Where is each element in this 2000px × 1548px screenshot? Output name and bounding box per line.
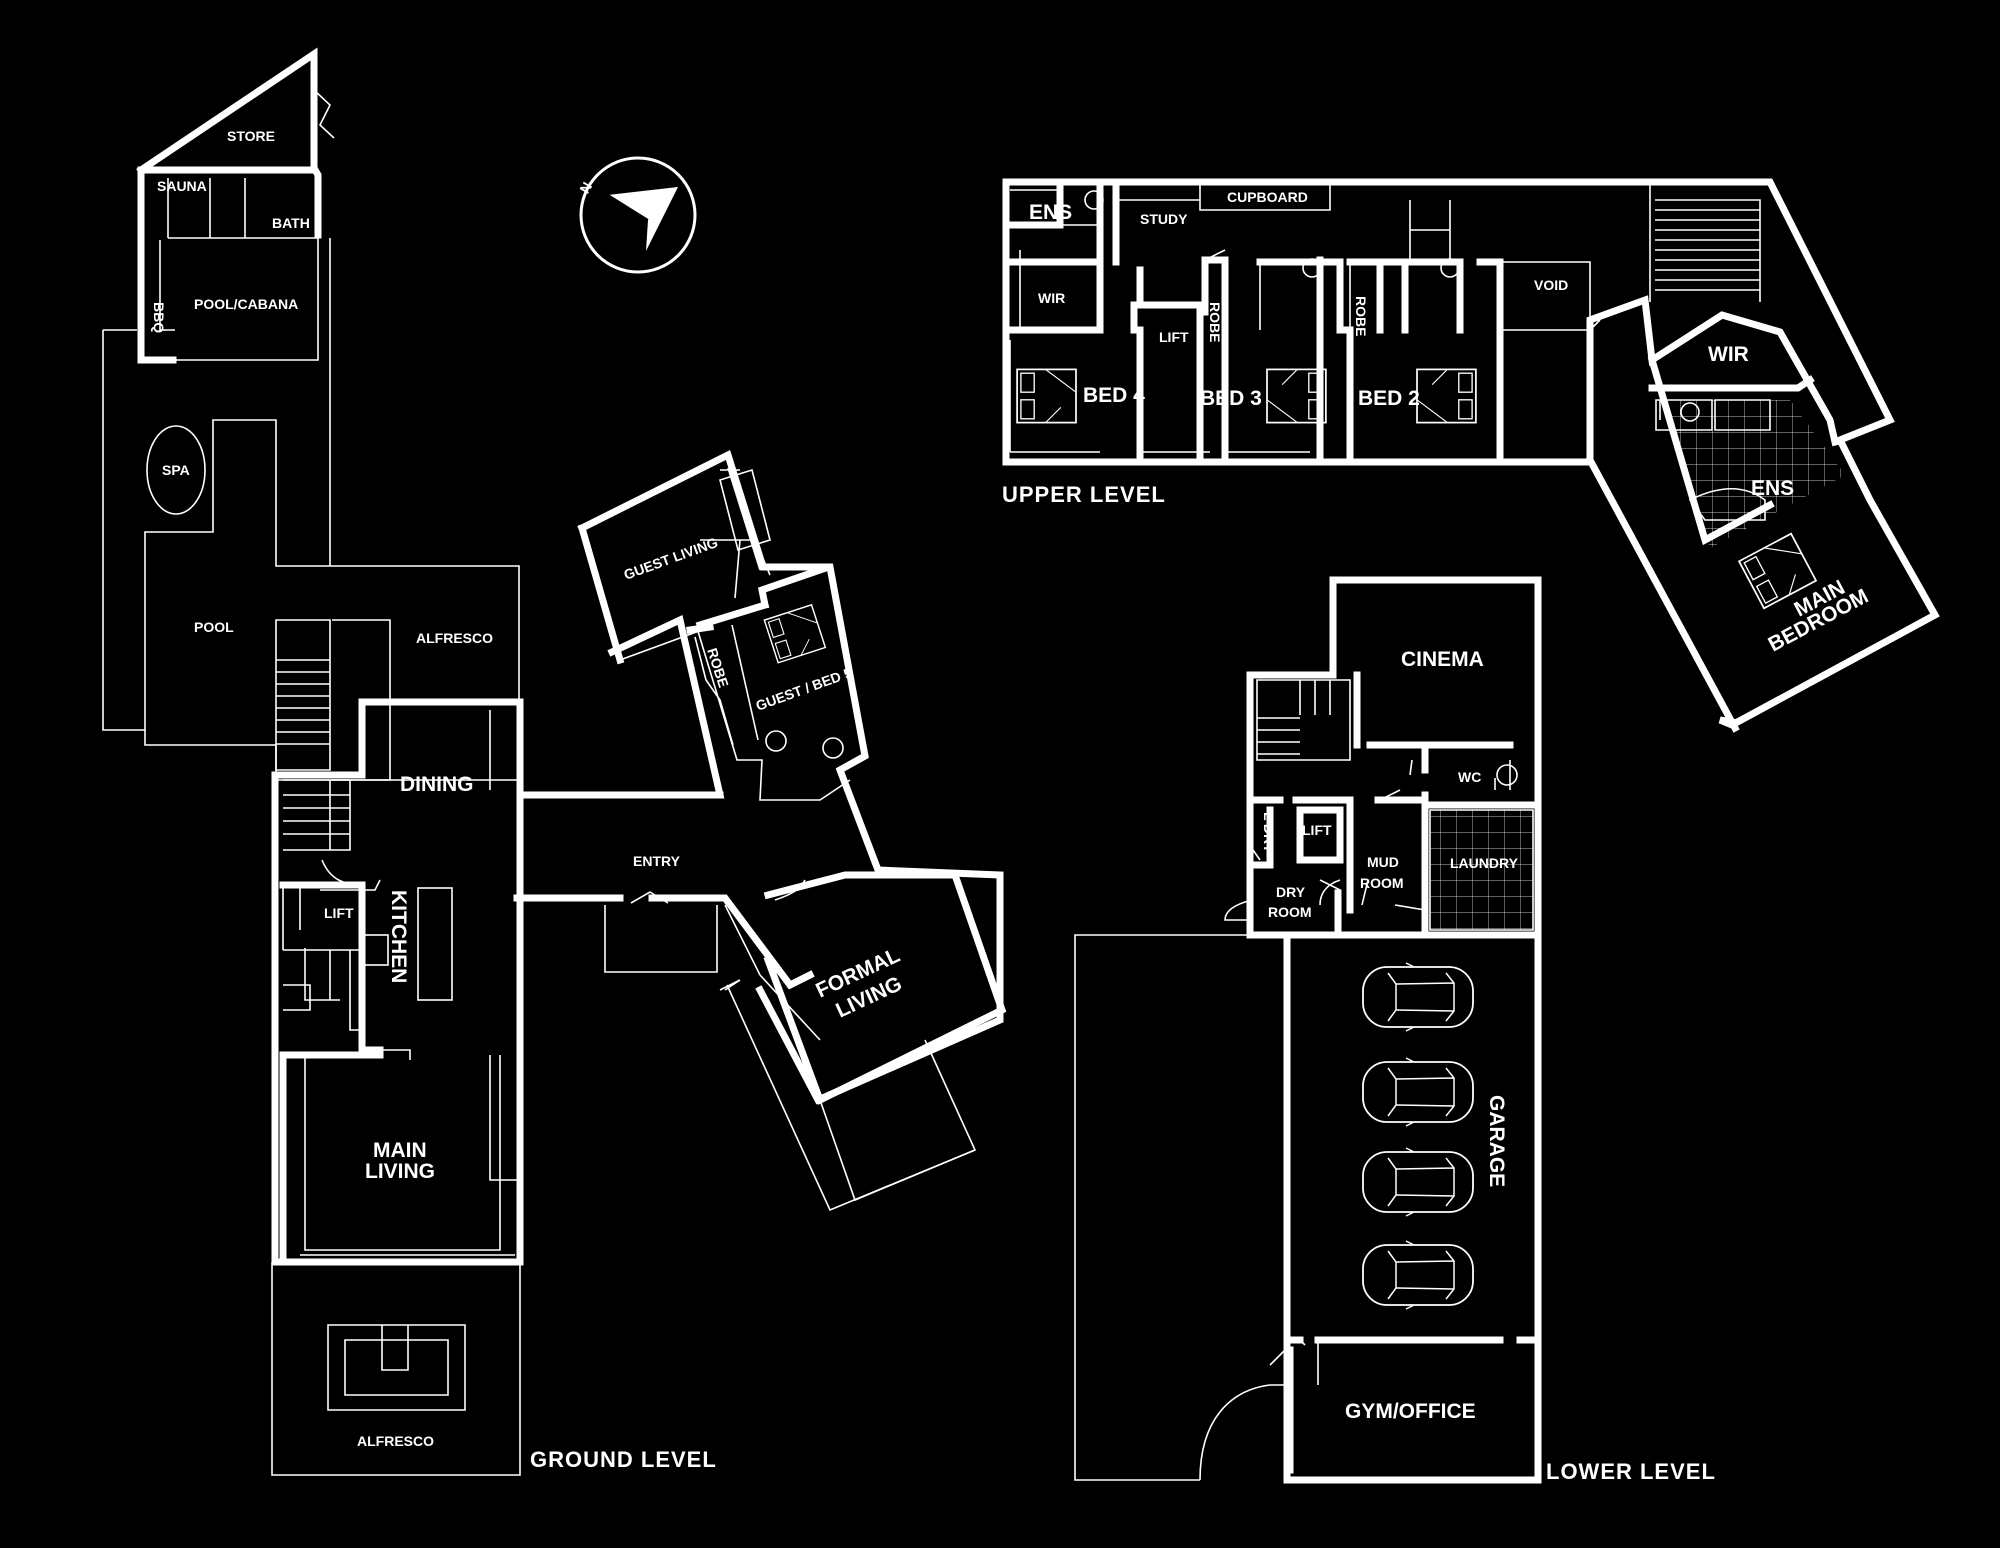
lower-level-plan [1074,576,1542,1484]
label-upper-level: UPPER LEVEL [1002,482,1166,507]
label-lift-ground: LIFT [324,905,354,921]
label-guest-bed5: GUEST / BED 5 [754,664,855,714]
label-dry-room-2: ROOM [1268,904,1312,920]
label-main-living-1: MAIN [373,1139,427,1162]
label-spa: SPA [162,462,190,478]
label-kitchen: KITCHEN [387,890,410,983]
label-mud-room-2: ROOM [1360,875,1404,891]
label-robe-bed2: ROBE [1353,296,1369,336]
label-pool: POOL [194,619,234,635]
label-wir-main: WIR [1708,343,1749,366]
label-ens-upper: ENS [1029,201,1072,224]
label-alfresco-top: ALFRESCO [416,630,493,646]
north-compass: N [576,156,697,274]
label-study: STUDY [1140,211,1188,227]
label-alfresco-bottom: ALFRESCO [357,1433,434,1449]
label-bed3: BED 3 [1200,387,1262,410]
label-void: VOID [1534,277,1568,293]
label-sauna: SAUNA [157,178,207,194]
upper-level-plan [1002,178,1940,733]
ground-level-plan [102,47,1007,1476]
label-cupboard: CUPBOARD [1227,189,1308,205]
label-wc: WC [1458,769,1481,785]
label-lower-level: LOWER LEVEL [1546,1459,1716,1484]
label-cinema: CINEMA [1401,648,1484,671]
label-dining: DINING [400,773,474,796]
label-pool-cabana: POOL/CABANA [194,296,298,312]
label-ground-level: GROUND LEVEL [530,1447,717,1472]
label-lift-lower: LIFT [1302,822,1332,838]
label-store: STORE [227,128,275,144]
label-bed2: BED 2 [1358,387,1420,410]
label-entry: ENTRY [633,853,681,869]
label-ens-main: ENS [1751,477,1794,500]
label-dry-room-1: DRY [1276,884,1306,900]
label-bbq: BBQ [151,302,167,333]
label-lift-upper: LIFT [1159,329,1189,345]
label-bed4: BED 4 [1083,384,1145,407]
label-garage: GARAGE [1485,1095,1508,1187]
label-robe-bed3: ROBE [1207,302,1223,342]
label-gym-office: GYM/OFFICE [1345,1400,1476,1423]
label-laundry: LAUNDRY [1450,855,1519,871]
label-wir-upper: WIR [1038,290,1065,306]
label-ldry: L'DRY [1261,812,1277,854]
label-main-living-2: LIVING [365,1160,435,1183]
label-bath: BATH [272,215,310,231]
label-guest-living: GUEST LIVING [622,534,720,583]
label-mud-room-1: MUD [1367,854,1399,870]
